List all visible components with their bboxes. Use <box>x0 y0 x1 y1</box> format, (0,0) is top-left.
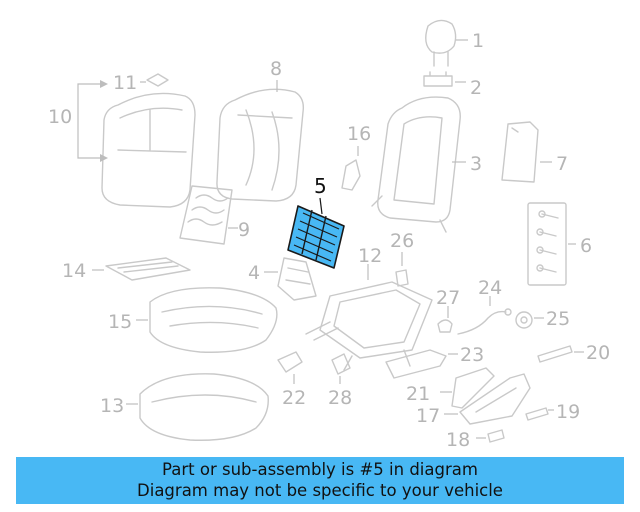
label-13: 13 <box>100 395 124 417</box>
part-5-spring-assembly: 5 <box>287 174 345 269</box>
banner-line-1: Part or sub-assembly is #5 in diagram <box>162 460 478 479</box>
part-23-bracket: 23 <box>385 344 484 379</box>
part-22-handle: 22 <box>277 351 306 409</box>
part-4-lumbar-support: 4 <box>248 257 317 301</box>
label-6: 6 <box>580 235 592 257</box>
part-18-trim: 18 <box>446 429 505 451</box>
banner-line-2: Diagram may not be specific to your vehi… <box>137 481 503 500</box>
label-4: 4 <box>248 262 260 284</box>
label-25: 25 <box>546 308 570 330</box>
label-15: 15 <box>108 311 132 333</box>
part-11-clip: 11 <box>113 72 169 94</box>
label-21: 21 <box>406 383 430 405</box>
label-28: 28 <box>328 387 352 409</box>
label-1: 1 <box>472 30 484 52</box>
label-9: 9 <box>238 219 250 241</box>
part-9-lumbar-pad: 9 <box>179 185 250 245</box>
label-19: 19 <box>556 401 580 423</box>
label-23: 23 <box>460 344 484 366</box>
part-25-knob: 25 <box>515 308 570 330</box>
part-28-cover: 28 <box>328 353 352 409</box>
part-6-clip-set: 6 <box>527 202 592 286</box>
part-16-bracket: 16 <box>341 123 371 191</box>
part-19-trim: 19 <box>525 401 580 423</box>
label-20: 20 <box>586 342 610 364</box>
label-22: 22 <box>282 387 306 409</box>
part-14-heater: 14 <box>62 257 191 282</box>
label-24: 24 <box>478 277 502 299</box>
part-27-clip: 27 <box>436 287 460 333</box>
part-26-switch: 26 <box>390 230 414 287</box>
parts-diagram: 10 11 8 1 2 3 16 <box>48 19 610 451</box>
part-13-seat-cushion-cover: 13 <box>100 373 269 441</box>
part-15-seat-cushion-pad: 15 <box>108 287 278 353</box>
label-18: 18 <box>446 429 470 451</box>
label-14: 14 <box>62 260 86 282</box>
label-3: 3 <box>470 153 482 175</box>
label-26: 26 <box>390 230 414 252</box>
label-5: 5 <box>314 174 327 198</box>
part-7-back-board: 7 <box>501 121 568 183</box>
part-8-seat-back-pad: 8 <box>216 58 305 202</box>
label-10: 10 <box>48 106 72 128</box>
label-2: 2 <box>470 77 482 99</box>
label-17: 17 <box>416 405 440 427</box>
label-11: 11 <box>113 72 137 94</box>
info-banner: Part or sub-assembly is #5 in diagram Di… <box>16 457 624 504</box>
label-7: 7 <box>556 153 568 175</box>
part-21-inner-cover: 21 <box>406 367 495 409</box>
part-10-seat-back-cover: 10 <box>48 80 196 208</box>
label-8: 8 <box>270 58 282 80</box>
label-27: 27 <box>436 287 460 309</box>
label-12: 12 <box>358 245 382 267</box>
label-16: 16 <box>347 123 371 145</box>
part-12-seat-frame: 12 <box>305 245 433 371</box>
part-2-headrest-guide: 2 <box>423 71 482 99</box>
part-17-outer-cover: 17 <box>416 373 531 427</box>
part-1-headrest: 1 <box>425 19 484 67</box>
part-3-seat-back-frame: 3 <box>371 96 482 233</box>
part-24-cable: 24 <box>457 277 512 335</box>
part-20-lever: 20 <box>537 342 610 364</box>
